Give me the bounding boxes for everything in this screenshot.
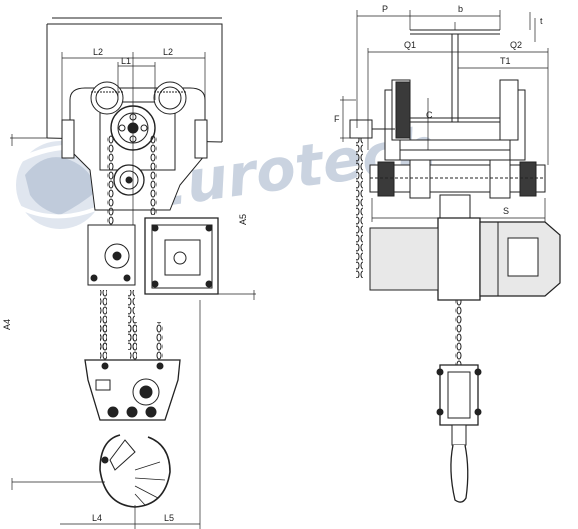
right-labels: P b t Q1 Q2 T1 F C S xyxy=(334,4,543,216)
label-l2-right: L2 xyxy=(163,47,173,57)
left-labels: L2 L2 L1 A5 A4 L4 L5 xyxy=(2,47,248,523)
left-front-view xyxy=(10,17,256,529)
hand-chain-right xyxy=(150,135,157,215)
axle-assembly xyxy=(369,159,546,199)
left-dimension-lines xyxy=(10,52,256,529)
motor-box xyxy=(144,217,219,295)
load-chains-left xyxy=(100,290,163,360)
hand-chain-side xyxy=(356,138,363,278)
hook-block xyxy=(84,359,181,421)
i-beam xyxy=(410,22,500,123)
label-p: P xyxy=(382,4,388,14)
label-a4: A4 xyxy=(2,319,12,330)
hand-wheel xyxy=(349,81,411,139)
label-l1: L1 xyxy=(121,56,131,66)
label-f: F xyxy=(334,114,340,124)
label-q2: Q2 xyxy=(510,40,522,50)
hoist-motor xyxy=(369,221,561,297)
hoist-body xyxy=(437,194,481,301)
label-q1: Q1 xyxy=(404,40,416,50)
hook-side xyxy=(450,424,469,503)
hand-chain-left xyxy=(107,135,114,285)
hook xyxy=(99,434,171,508)
right-side-view xyxy=(340,10,561,503)
label-b: b xyxy=(458,4,463,14)
lower-gear xyxy=(113,164,145,196)
load-chain-side xyxy=(455,300,462,365)
label-t1: T1 xyxy=(500,56,511,66)
trolley-wheel-left xyxy=(90,81,124,115)
label-l5: L5 xyxy=(164,513,174,523)
trolley-wheel-right xyxy=(153,81,187,115)
right-dimension-lines xyxy=(340,10,549,222)
label-l2-left: L2 xyxy=(93,47,103,57)
label-c: C xyxy=(426,110,433,120)
gear-case xyxy=(87,224,136,286)
label-a5: A5 xyxy=(238,214,248,225)
label-l4: L4 xyxy=(92,513,102,523)
hook-block-side xyxy=(436,364,482,426)
label-s: S xyxy=(503,206,509,216)
label-t: t xyxy=(540,16,543,26)
trolley-side xyxy=(384,79,526,161)
